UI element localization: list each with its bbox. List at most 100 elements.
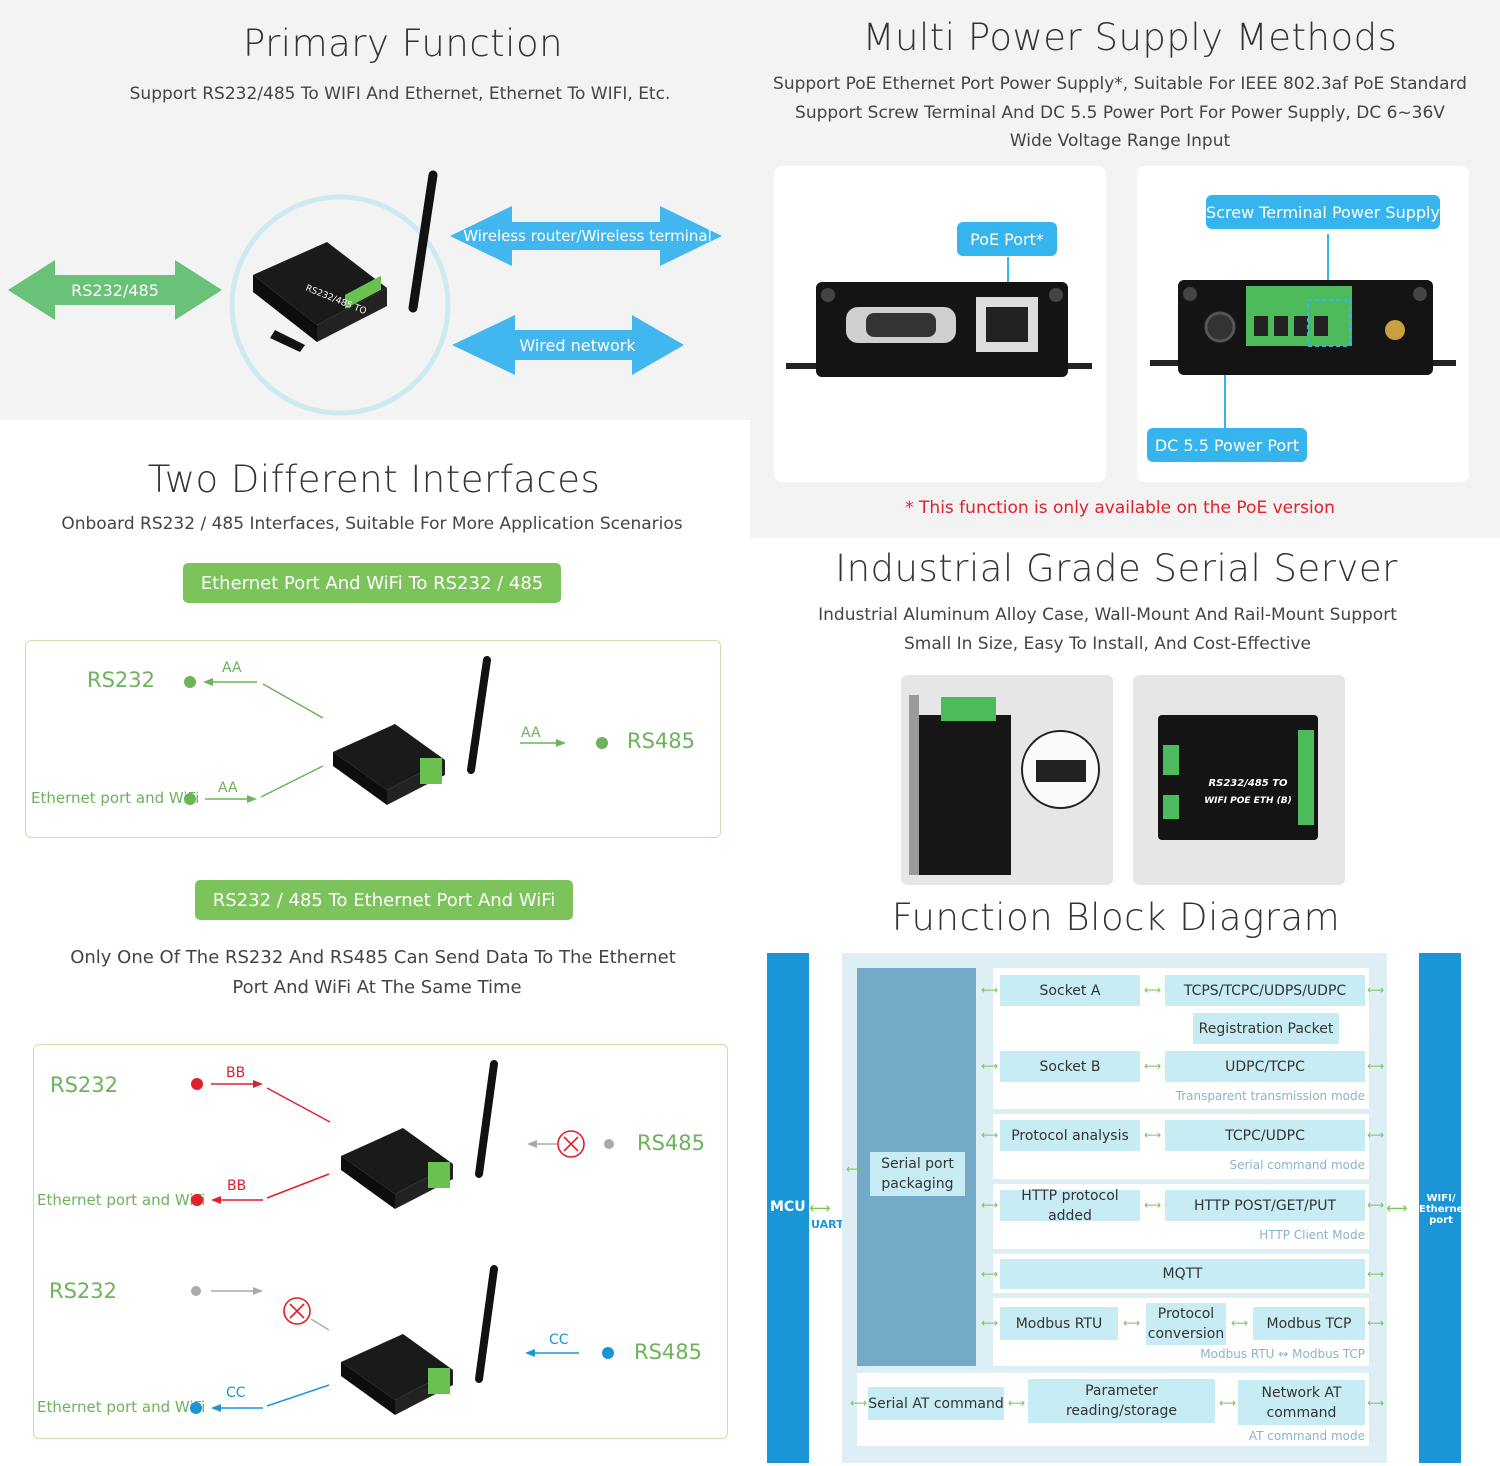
tcpc-udpc-box: TCPC/UDPC [1165,1120,1365,1151]
screw-terminal-tag: Screw Terminal Power Supply [1206,195,1440,229]
mqtt-box: MQTT [1000,1259,1365,1289]
rail-mount-photo [901,675,1113,885]
industrial-line1: Industrial Aluminum Alloy Case, Wall-Mou… [818,605,1397,625]
arrow-g3: ⟷ [1219,1396,1237,1410]
interfaces-subtitle: Onboard RS232 / 485 Interfaces, Suitable… [61,514,683,534]
poe-device-image [786,257,1092,377]
front-device-photo: RS232/485 TO WIFI POE ETH (B) [1133,675,1345,885]
power-line1: Support PoE Ethernet Port Power Supply*,… [773,74,1467,94]
serial-to-eth-pill: RS232 / 485 To Ethernet Port And WiFi [195,880,573,920]
arrow-e1: ⟷ [981,1267,999,1281]
wifi-label: WIFI/ Ethernet port [1419,1193,1469,1226]
arrow-c1: ⟷ [981,1128,999,1142]
d1-aa2: AA [521,725,541,741]
http-client-note: HTTP Client Mode [1259,1228,1365,1242]
wired-arrow-shape [452,315,684,375]
arrow-b1: ⟷ [981,1059,999,1073]
d2-rs485-label: RS485 [637,1131,706,1155]
d1-rs232-label: RS232 [87,668,156,692]
uart-label: UART [811,1218,844,1231]
primary-title: Primary Function [242,22,564,65]
d3-rs232-label: RS232 [49,1279,118,1303]
screw-device-image [1150,234,1456,432]
wired-arrow-label: Wired network [519,335,636,355]
modbus-rtu-box: Modbus RTU [1000,1307,1118,1340]
tcps-box: TCPS/TCPC/UDPS/UDPC [1165,975,1365,1006]
rs232-485-arrow-shape [8,260,222,320]
rs232-485-arrow-label: RS232/485 [71,280,159,300]
power-line3: Wide Voltage Range Input [1009,131,1231,151]
arrow-b2: ⟷ [1144,1059,1162,1073]
wireless-arrow-shape [450,206,722,266]
arrow-e3: ⟷ [1367,1267,1385,1281]
mcu-label: MCU [770,1199,806,1215]
d1-aa3: AA [218,780,238,796]
diagram1-lines [184,656,608,805]
interfaces-note-line2: Port And WiFi At The Same Time [232,977,522,998]
serial-pack-box: Serial port packaging [870,1152,965,1196]
mcu-bar [767,953,809,1463]
eth-to-serial-pill: Ethernet Port And WiFi To RS232 / 485 [183,563,561,603]
socket-b-box: Socket B [1000,1051,1140,1082]
arrow-b3: ⟷ [1367,1059,1385,1073]
device-label-line1: RS232/485 TO [1208,778,1288,789]
arrow-a1: ⟷ [981,983,999,997]
wifi-arrow: ⟷ [1386,1199,1408,1217]
http-added-box: HTTP protocol added [1000,1188,1140,1224]
arrow-f4: ⟷ [1367,1316,1385,1330]
power-title: Multi Power Supply Methods [862,16,1398,59]
industrial-line2: Small In Size, Easy To Install, And Cost… [904,634,1311,654]
primary-subtitle: Support RS232/485 To WIFI And Ethernet, … [129,84,671,104]
power-line2: Support Screw Terminal And DC 5.5 Power … [795,103,1445,123]
device-label-line2: WIFI POE ETH (B) [1204,796,1292,806]
d1-aa1: AA [222,660,242,676]
arrow-a3: ⟷ [1367,983,1385,997]
d2-bb1: BB [226,1065,246,1081]
serial-cmd-note: Serial command mode [1229,1158,1365,1172]
d2-rs232-label: RS232 [50,1073,119,1097]
arrow-f2: ⟷ [1123,1316,1141,1330]
mcu-arrow: ⟷ [809,1199,831,1217]
wifi-bar [1419,953,1461,1463]
industrial-title: Industrial Grade Serial Server [835,547,1398,590]
arrow-d3: ⟷ [1367,1198,1385,1212]
d2-eth-label: Ethernet port and WiFi [37,1191,206,1209]
dc-power-tag: DC 5.5 Power Port [1147,428,1307,462]
arrow-c3: ⟷ [1367,1128,1385,1142]
arrow-g4: ⟷ [1367,1396,1385,1410]
d3-eth-label: Ethernet port and WiFi [37,1398,206,1416]
udpc-box: UDPC/TCPC [1165,1051,1365,1082]
registration-box: Registration Packet [1193,1013,1339,1044]
poe-port-tag: PoE Port* [957,222,1057,256]
network-at-box: Network AT command [1238,1380,1365,1425]
serial-at-box: Serial AT command [868,1387,1004,1420]
at-mode-note: AT command mode [1248,1429,1365,1443]
serial-pack-arrow: ⟷ [846,1162,864,1176]
d3-cc1: CC [549,1332,569,1348]
primary-diagram [8,194,722,416]
arrow-a2: ⟷ [1144,983,1162,997]
d2-bb2: BB [227,1178,247,1194]
modbus-note: Modbus RTU ↔ Modbus TCP [1200,1347,1365,1361]
http-post-box: HTTP POST/GET/PUT [1165,1190,1365,1221]
param-box: Parameter reading/storage [1028,1379,1215,1423]
protocol-conversion-box: Protocol conversion [1146,1303,1226,1345]
transparent-note: Transparent transmission mode [1175,1089,1365,1103]
d3-cc2: CC [226,1385,246,1401]
arrow-f1: ⟷ [981,1316,999,1330]
arrow-d1: ⟷ [981,1198,999,1212]
diagram2-lines [190,1060,614,1415]
d3-rs485-label: RS485 [634,1340,703,1364]
arrow-c2: ⟷ [1144,1128,1162,1142]
modbus-tcp-box: Modbus TCP [1253,1307,1365,1340]
protocol-analysis-box: Protocol analysis [1000,1120,1140,1151]
serial-server-device-image: RS232/485 TO [253,170,438,352]
arrow-f3: ⟷ [1231,1316,1249,1330]
d1-eth-label: Ethernet port and WiFi [31,789,200,807]
interfaces-title: Two Different Interfaces [147,458,601,501]
socket-a-box: Socket A [1000,975,1140,1006]
interfaces-note-line1: Only One Of The RS232 And RS485 Can Send… [70,947,676,968]
wireless-arrow-label: Wireless router/Wireless terminal [463,227,712,245]
arrow-d2: ⟷ [1144,1198,1162,1212]
block-title: Function Block Diagram [891,896,1341,939]
